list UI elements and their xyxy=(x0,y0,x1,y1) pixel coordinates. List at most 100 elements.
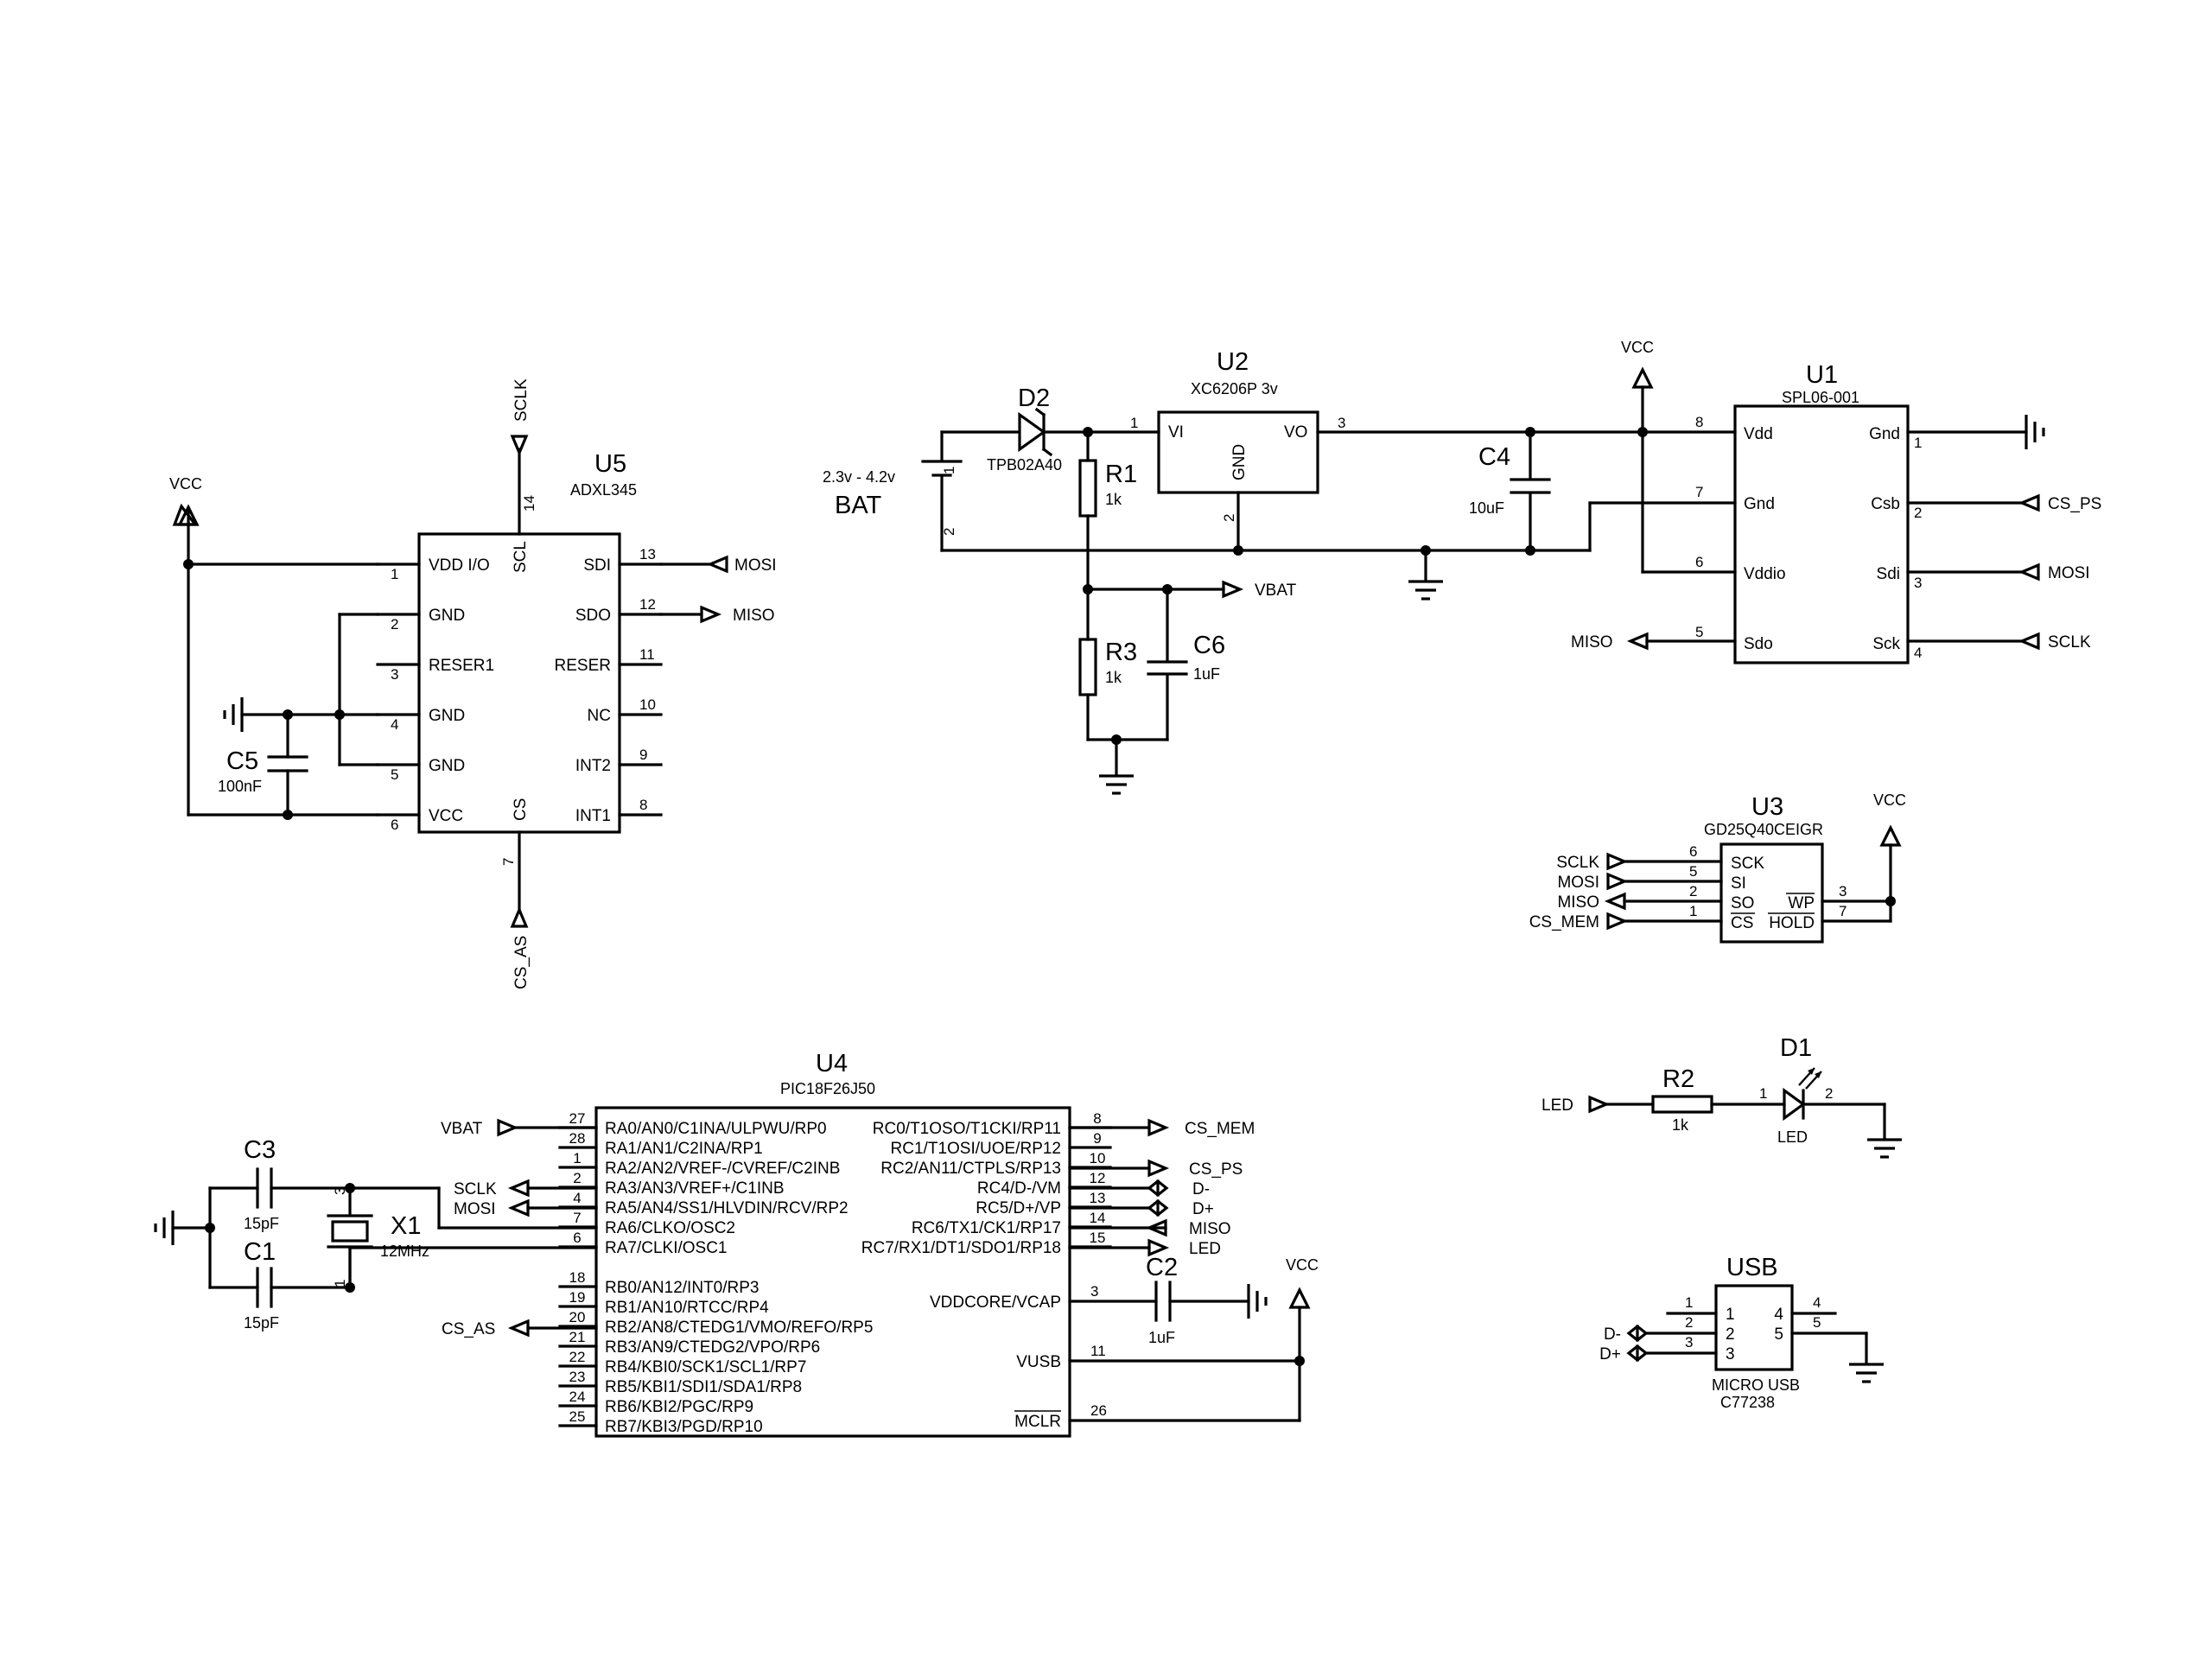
u1-csb: Csb xyxy=(1871,495,1900,513)
u1-sdi: Sdi xyxy=(1877,565,1900,583)
u3-body xyxy=(1719,842,1824,944)
u1-pin2: 2 xyxy=(1914,505,1922,521)
usb-net-dm: D- xyxy=(1604,1325,1621,1344)
usb-pin5-num: 5 xyxy=(1813,1314,1821,1331)
u4-left-pin-num: 2 xyxy=(573,1170,581,1186)
u3-pin1: 1 xyxy=(1689,903,1697,919)
r1-resistor-icon xyxy=(1078,459,1097,518)
vbat-port-icon xyxy=(497,1118,519,1137)
u5-int1-name: INT1 xyxy=(575,807,611,825)
u5-net-mosi: MOSI xyxy=(734,556,777,575)
sclk-port-icon xyxy=(1606,852,1629,871)
c2-value: 1uF xyxy=(1148,1329,1175,1346)
u5-net-miso: MISO xyxy=(733,607,775,625)
u5-int2-name: INT2 xyxy=(575,757,611,775)
u4-left-pins: 2 7 RA0/AN0/C1INA/ULPWU/RP0 28RA1/AN1/C2INA… xyxy=(558,1110,873,1436)
u4-left-pin-num: 28 xyxy=(569,1130,586,1147)
u4-right-pin-num: 10 xyxy=(1090,1150,1106,1166)
u1-net-miso: MISO xyxy=(1571,633,1613,652)
r2-value: 1k xyxy=(1672,1116,1689,1134)
u4-left-pin-num: 25 xyxy=(569,1408,586,1425)
u4-left-pin-name: RA1/AN1/C2INA/RP1 xyxy=(605,1140,763,1158)
u1-vcc-label: VCC xyxy=(1621,339,1654,356)
u4-vusb: VUSB xyxy=(1016,1353,1061,1371)
u4-left-pin-name: RB0/AN12/INT0/RP3 xyxy=(605,1279,759,1297)
cs-mem-port-icon xyxy=(1606,912,1629,931)
u4-vddcore: VDDCORE/VCAP xyxy=(930,1294,1061,1312)
c3-ref: C3 xyxy=(244,1136,276,1164)
u1-gnd-r: Gnd xyxy=(1869,425,1900,443)
u3-hold: HOLD xyxy=(1769,914,1815,932)
u1-vdd: Vdd xyxy=(1744,425,1773,443)
power-section: 1 2 2.3v - 4.2v BAT D2 TPB02A40 U2 XC620… xyxy=(823,348,1737,795)
u4-left-pin-name: RA5/AN4/SS1/HLVDIN/RCV/RP2 xyxy=(605,1199,849,1217)
usb-connector: USB MICRO USB C77238 1 2 3 4 5 1 2 3 4 5… xyxy=(1599,1254,1885,1411)
bat-ref: BAT xyxy=(835,492,882,519)
u2-pin3: 3 xyxy=(1338,415,1345,431)
ground-icon xyxy=(1847,1363,1885,1383)
usb-pin4-name: 4 xyxy=(1774,1306,1783,1324)
u4-left-pin-name: RB5/KBI1/SDI1/SDA1/RP8 xyxy=(605,1378,802,1396)
u4-left-pin-num: 24 xyxy=(569,1389,586,1405)
u1-pin1: 1 xyxy=(1914,435,1922,451)
vbat-port-icon xyxy=(1222,580,1244,599)
vbat-net: VBAT xyxy=(1255,582,1297,600)
usb-pin5-name: 5 xyxy=(1774,1325,1783,1344)
usb-part: MICRO USB xyxy=(1712,1376,1800,1394)
u3-pin3: 3 xyxy=(1839,883,1847,899)
usb-pin3-name: 3 xyxy=(1726,1345,1735,1363)
u4-right-pin-name: RC0/T1OSO/T1CKI/RP11 xyxy=(873,1120,1061,1138)
miso-port-icon xyxy=(1604,892,1626,911)
u4-right-pin-num: 14 xyxy=(1090,1210,1106,1226)
dp-port-icon xyxy=(1147,1198,1169,1217)
u5-adxl345: U5 ADXL345 1 2 3 4 5 6 VDD I/O GND RESER… xyxy=(169,378,777,989)
u5-pin2-name: GND xyxy=(429,607,465,625)
u5-body xyxy=(417,532,621,834)
u2-part: XC6206P 3v xyxy=(1191,380,1278,397)
u5-reser-name: RESER xyxy=(555,657,611,675)
u1-pin8: 8 xyxy=(1695,414,1703,430)
u5-pin1-num: 1 xyxy=(391,566,398,582)
r1-value: 1k xyxy=(1105,491,1122,508)
u4-pic: U4 PIC18F26J50 27RA0/AN0/C1INA/ULPWU/RP0… xyxy=(154,1050,1319,1438)
usb-pin1-name: 1 xyxy=(1726,1306,1735,1324)
u4-net-cs-ps: CS_PS xyxy=(1189,1160,1243,1179)
u4-left-pin-num: 7 xyxy=(573,1210,581,1226)
u1-spl06: U1 SPL06-001 Vdd Gnd Vddio Sdo 8 7 6 5 G… xyxy=(1571,339,2101,664)
x1-pin1: 1 xyxy=(332,1280,348,1287)
u2-ref: U2 xyxy=(1217,348,1249,376)
u2-pin2: 2 xyxy=(1221,514,1237,522)
u4-left-pin-num: 19 xyxy=(569,1289,586,1306)
u4-right-pin-num: 13 xyxy=(1090,1190,1106,1206)
mosi-port-icon xyxy=(507,1198,530,1217)
c2-ref: C2 xyxy=(1146,1254,1178,1281)
ground-icon xyxy=(1407,580,1445,601)
sclk-port-icon xyxy=(510,435,529,457)
r3-ref: R3 xyxy=(1105,639,1137,666)
led-section: LED R2 1k 1 D1 LED 2 xyxy=(1541,1034,1904,1159)
u3-part: GD25Q40CEIGR xyxy=(1704,821,1823,838)
u1-sdo: Sdo xyxy=(1744,635,1773,653)
u4-left-pin-name: RA2/AN2/VREF-/CVREF/C2INB xyxy=(605,1160,840,1178)
x1-ref: X1 xyxy=(391,1212,421,1240)
led-port-icon xyxy=(1588,1095,1611,1114)
u4-right-pin-name: RC1/T1OSI/UOE/RP12 xyxy=(891,1140,1061,1158)
u5-pin10-num: 10 xyxy=(639,696,656,713)
sclk-port-icon xyxy=(2018,632,2040,651)
u4-left-pin-name: RB6/KBI2/PGC/RP9 xyxy=(605,1398,753,1416)
u4-left-pin-num: 4 xyxy=(573,1190,581,1206)
u4-right-pin-name: RC6/TX1/CK1/RP17 xyxy=(912,1219,1061,1237)
u3-net-cs-mem: CS_MEM xyxy=(1529,913,1599,931)
u4-part: PIC18F26J50 xyxy=(780,1080,875,1097)
r3-value: 1k xyxy=(1105,669,1122,686)
usb-pin2-name: 2 xyxy=(1726,1325,1735,1344)
u3-pin7: 7 xyxy=(1839,903,1847,919)
u5-pin9-num: 9 xyxy=(639,747,647,763)
miso-port-icon xyxy=(700,605,722,624)
u4-left-pin-name: RB2/AN8/CTEDG1/VMO/REFO/RP5 xyxy=(605,1319,873,1337)
u4-right-pin-name: RC4/D-/VM xyxy=(977,1179,1061,1198)
u4-left-pin-name: RA0/AN0/C1INA/ULPWU/RP0 xyxy=(605,1120,827,1138)
u4-right-pin-num: 12 xyxy=(1090,1170,1106,1186)
u4-pin11: 11 xyxy=(1090,1343,1106,1359)
u5-pin11-num: 11 xyxy=(639,646,655,663)
